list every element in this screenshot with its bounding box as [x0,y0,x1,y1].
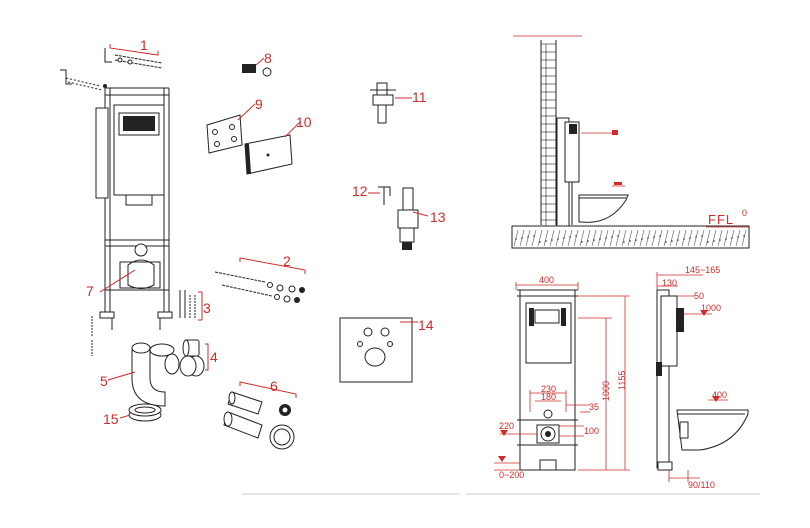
part-number-14: 14 [418,317,434,333]
part-number-12: 12 [352,183,368,199]
dim-230: 230 [541,384,556,394]
floor-hatch [513,229,747,247]
part-number-5: 5 [100,373,108,389]
side-view: 145~165 130 50 1000 400 90/110 [656,265,749,490]
part7-leader [99,269,136,293]
part8-fitting [242,57,272,77]
brick-wall [541,43,556,228]
dim-90-110: 90/110 [688,480,715,490]
part-number-1: 1 [140,37,148,53]
ffl-label: FFL [708,212,734,227]
part5-elbow [107,342,175,407]
part4-connectors [164,339,209,377]
dim-220: 220 [499,421,514,431]
part6-pipes [223,381,297,450]
ffl-value: 0 [742,208,747,218]
front-view: 400 1000 1155 230 180 35 100 220 0~200 [494,275,630,480]
part9-plate [206,103,256,154]
dim-100: 100 [584,426,599,436]
dim-50: 50 [694,291,704,301]
part-number-9: 9 [255,96,263,112]
dim-width-400: 400 [539,275,554,285]
dim-0-200: 0~200 [499,470,524,480]
part-number-2: 2 [283,253,291,269]
part10-box [244,121,301,175]
part-number-4: 4 [210,349,218,365]
exploded-view: 1 2 3 4 5 6 7 8 9 10 11 12 13 14 15 [60,37,446,450]
part-number-3: 3 [203,300,211,316]
part-number-13: 13 [430,209,446,225]
dim-side-1000: 1000 [701,303,721,313]
part11-valve [370,82,412,124]
dim-height-1000: 1000 [601,381,611,401]
section-view: FFL 0 [511,35,750,249]
part-number-8: 8 [264,50,272,66]
part-number-15: 15 [103,411,119,427]
dim-180: 180 [541,392,556,402]
part-number-6: 6 [270,378,278,394]
dim-side-400: 400 [712,390,727,400]
part-number-7: 7 [86,283,94,299]
dim-35: 35 [589,402,599,412]
part12-lever [368,186,391,205]
part14-cover-plate [339,317,418,383]
part2-rods [214,257,306,303]
dim-height-1155: 1155 [617,371,627,390]
frame-assembly [95,87,186,330]
part-number-10: 10 [296,114,312,130]
part1-anchor-bolts [60,44,163,91]
dim-130: 130 [662,278,677,288]
part13-flush-valve [397,187,429,250]
part3-screws [189,291,203,321]
dim-145-165: 145~165 [685,265,720,275]
part15-ring [119,403,162,422]
part-number-11: 11 [412,89,427,105]
